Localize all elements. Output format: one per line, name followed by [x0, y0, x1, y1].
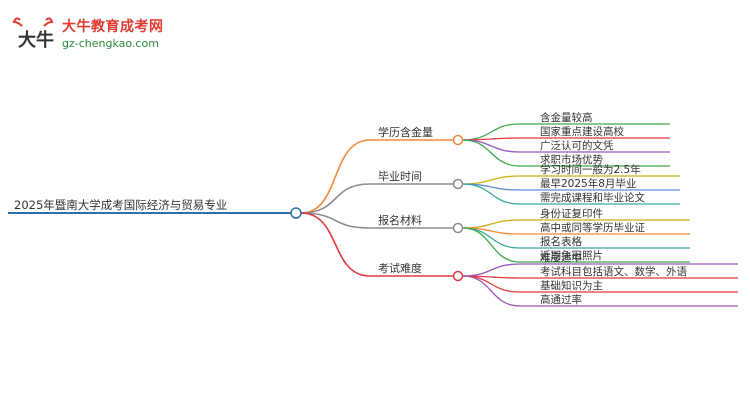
leaf-label-3-2: 高中或同等学历毕业证 — [540, 221, 645, 234]
branch-label-4: 考试难度 — [378, 261, 422, 275]
leaf-edge-4-4 — [462, 275, 521, 307]
leaf-edge-2-1 — [462, 175, 521, 185]
svg-text:大牛: 大牛 — [18, 29, 54, 51]
leaf-label-1-2: 国家重点建设高校 — [540, 125, 624, 138]
root-node-label: 2025年暨南大学成考国际经济与贸易专业 — [14, 198, 227, 212]
leaf-label-1-1: 含金量较高 — [540, 111, 593, 124]
bull-logo-icon: 大牛 — [12, 17, 54, 51]
leaf-label-1-4: 求职市场优势 — [540, 153, 603, 166]
branch-handle-3[interactable] — [452, 222, 464, 234]
site-title: 大牛教育成考网 — [62, 19, 164, 35]
branch-handle-2[interactable] — [452, 178, 464, 190]
branch-handle-1[interactable] — [452, 134, 464, 146]
branch-edge-4 — [300, 212, 371, 277]
leaf-edge-1-4 — [462, 139, 521, 167]
leaf-label-4-3: 基础知识为主 — [540, 279, 603, 292]
leaf-label-4-1: 难度适中 — [540, 251, 582, 264]
mind-map-edges — [8, 123, 738, 307]
branch-handle-4[interactable] — [452, 270, 464, 282]
branch-label-3: 报名材料 — [378, 213, 422, 227]
leaf-label-3-1: 身份证复印件 — [540, 207, 603, 220]
leaf-label-2-3: 需完成课程和毕业论文 — [540, 191, 645, 204]
leaf-label-2-1: 学习时间一般为2.5年 — [540, 163, 641, 176]
mind-map-nodes: 2025年暨南大学成考国际经济与贸易专业 学历含金量 含金量较高国家重点建设高校广泛… — [14, 111, 687, 306]
branch-label-1: 学历含金量 — [378, 125, 433, 139]
leaf-label-3-4: 近期免冠照片 — [540, 249, 603, 262]
branch-label-2: 毕业时间 — [378, 170, 422, 183]
leaf-label-1-3: 广泛认可的文凭 — [540, 139, 614, 152]
root-node-handle[interactable] — [290, 207, 302, 219]
branch-edge-3 — [300, 212, 371, 229]
leaf-edge-4-1 — [462, 263, 521, 277]
leaf-edge-3-1 — [462, 219, 521, 229]
site-url: gz-chengkao.com — [62, 37, 159, 50]
branch-edge-2 — [300, 183, 371, 214]
leaf-label-4-4: 高通过率 — [540, 293, 582, 306]
leaf-edge-3-4 — [462, 227, 521, 263]
branch-edge-1 — [300, 139, 371, 214]
site-logo: 大牛 大牛教育成考网 gz-chengkao.com — [12, 14, 202, 54]
leaf-label-3-3: 报名表格 — [540, 235, 582, 248]
leaf-edge-2-3 — [462, 183, 521, 205]
leaf-label-2-2: 最早2025年8月毕业 — [540, 177, 636, 190]
leaf-edge-1-3 — [462, 139, 521, 153]
leaf-label-4-2: 考试科目包括语文、数学、外语 — [540, 265, 687, 278]
